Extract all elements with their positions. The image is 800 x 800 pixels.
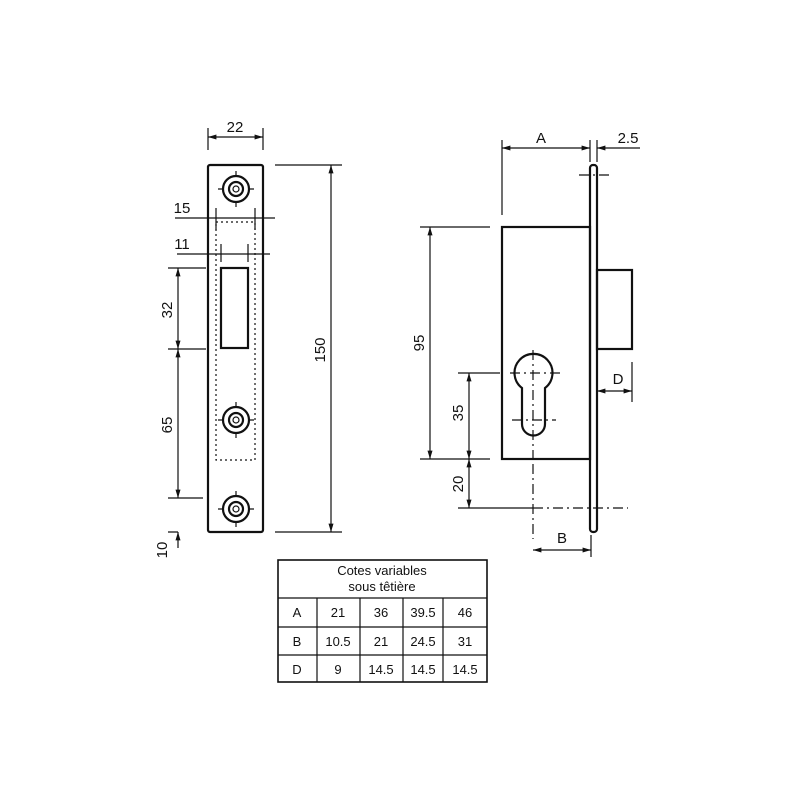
screw-hole-icon bbox=[218, 491, 254, 527]
lock-body-view: A 2.5 95 35 20 D B bbox=[411, 130, 640, 557]
dim-B: B bbox=[557, 530, 567, 547]
dim-65: 65 bbox=[159, 417, 176, 434]
cell: 14.5 bbox=[368, 662, 393, 677]
cell: 21 bbox=[331, 605, 345, 620]
dim-32: 32 bbox=[159, 302, 176, 319]
variable-dimensions-table: Cotes variables sous têtière A 21 36 39.… bbox=[277, 559, 488, 683]
dim-2-5: 2.5 bbox=[618, 130, 639, 147]
latch-hole bbox=[219, 266, 250, 350]
cell: 14.5 bbox=[410, 662, 435, 677]
cell: 46 bbox=[458, 605, 472, 620]
dim-22: 22 bbox=[227, 119, 244, 136]
row-label: A bbox=[293, 605, 302, 620]
screw-hole-icon bbox=[218, 402, 254, 438]
dim-150: 150 bbox=[312, 337, 329, 362]
lock-case bbox=[500, 225, 592, 461]
dim-35: 35 bbox=[450, 405, 467, 422]
screw-hole-icon bbox=[218, 171, 254, 207]
cell: 9 bbox=[334, 662, 341, 677]
cell: 21 bbox=[374, 634, 388, 649]
dim-D: D bbox=[613, 371, 624, 388]
cell: 31 bbox=[458, 634, 472, 649]
dim-95: 95 bbox=[411, 335, 428, 352]
strike-plate-outline bbox=[206, 163, 265, 534]
cell: 24.5 bbox=[410, 634, 435, 649]
bolt bbox=[595, 268, 634, 351]
row-label: B bbox=[293, 634, 302, 649]
dim-A: A bbox=[536, 130, 546, 147]
cell: 39.5 bbox=[410, 605, 435, 620]
dim-11: 11 bbox=[174, 236, 190, 253]
table-title-line2: sous têtière bbox=[348, 579, 415, 594]
cell: 10.5 bbox=[325, 634, 350, 649]
cell: 36 bbox=[374, 605, 388, 620]
strike-plate-view: 22 15 11 32 65 10 150 bbox=[154, 119, 342, 558]
dim-10: 10 bbox=[154, 542, 171, 559]
table-title-line1: Cotes variables bbox=[337, 563, 427, 578]
cell: 14.5 bbox=[452, 662, 477, 677]
dim-15: 15 bbox=[174, 200, 191, 217]
hidden-recess bbox=[215, 221, 256, 461]
row-label: D bbox=[292, 662, 301, 677]
dim-20: 20 bbox=[450, 476, 467, 493]
